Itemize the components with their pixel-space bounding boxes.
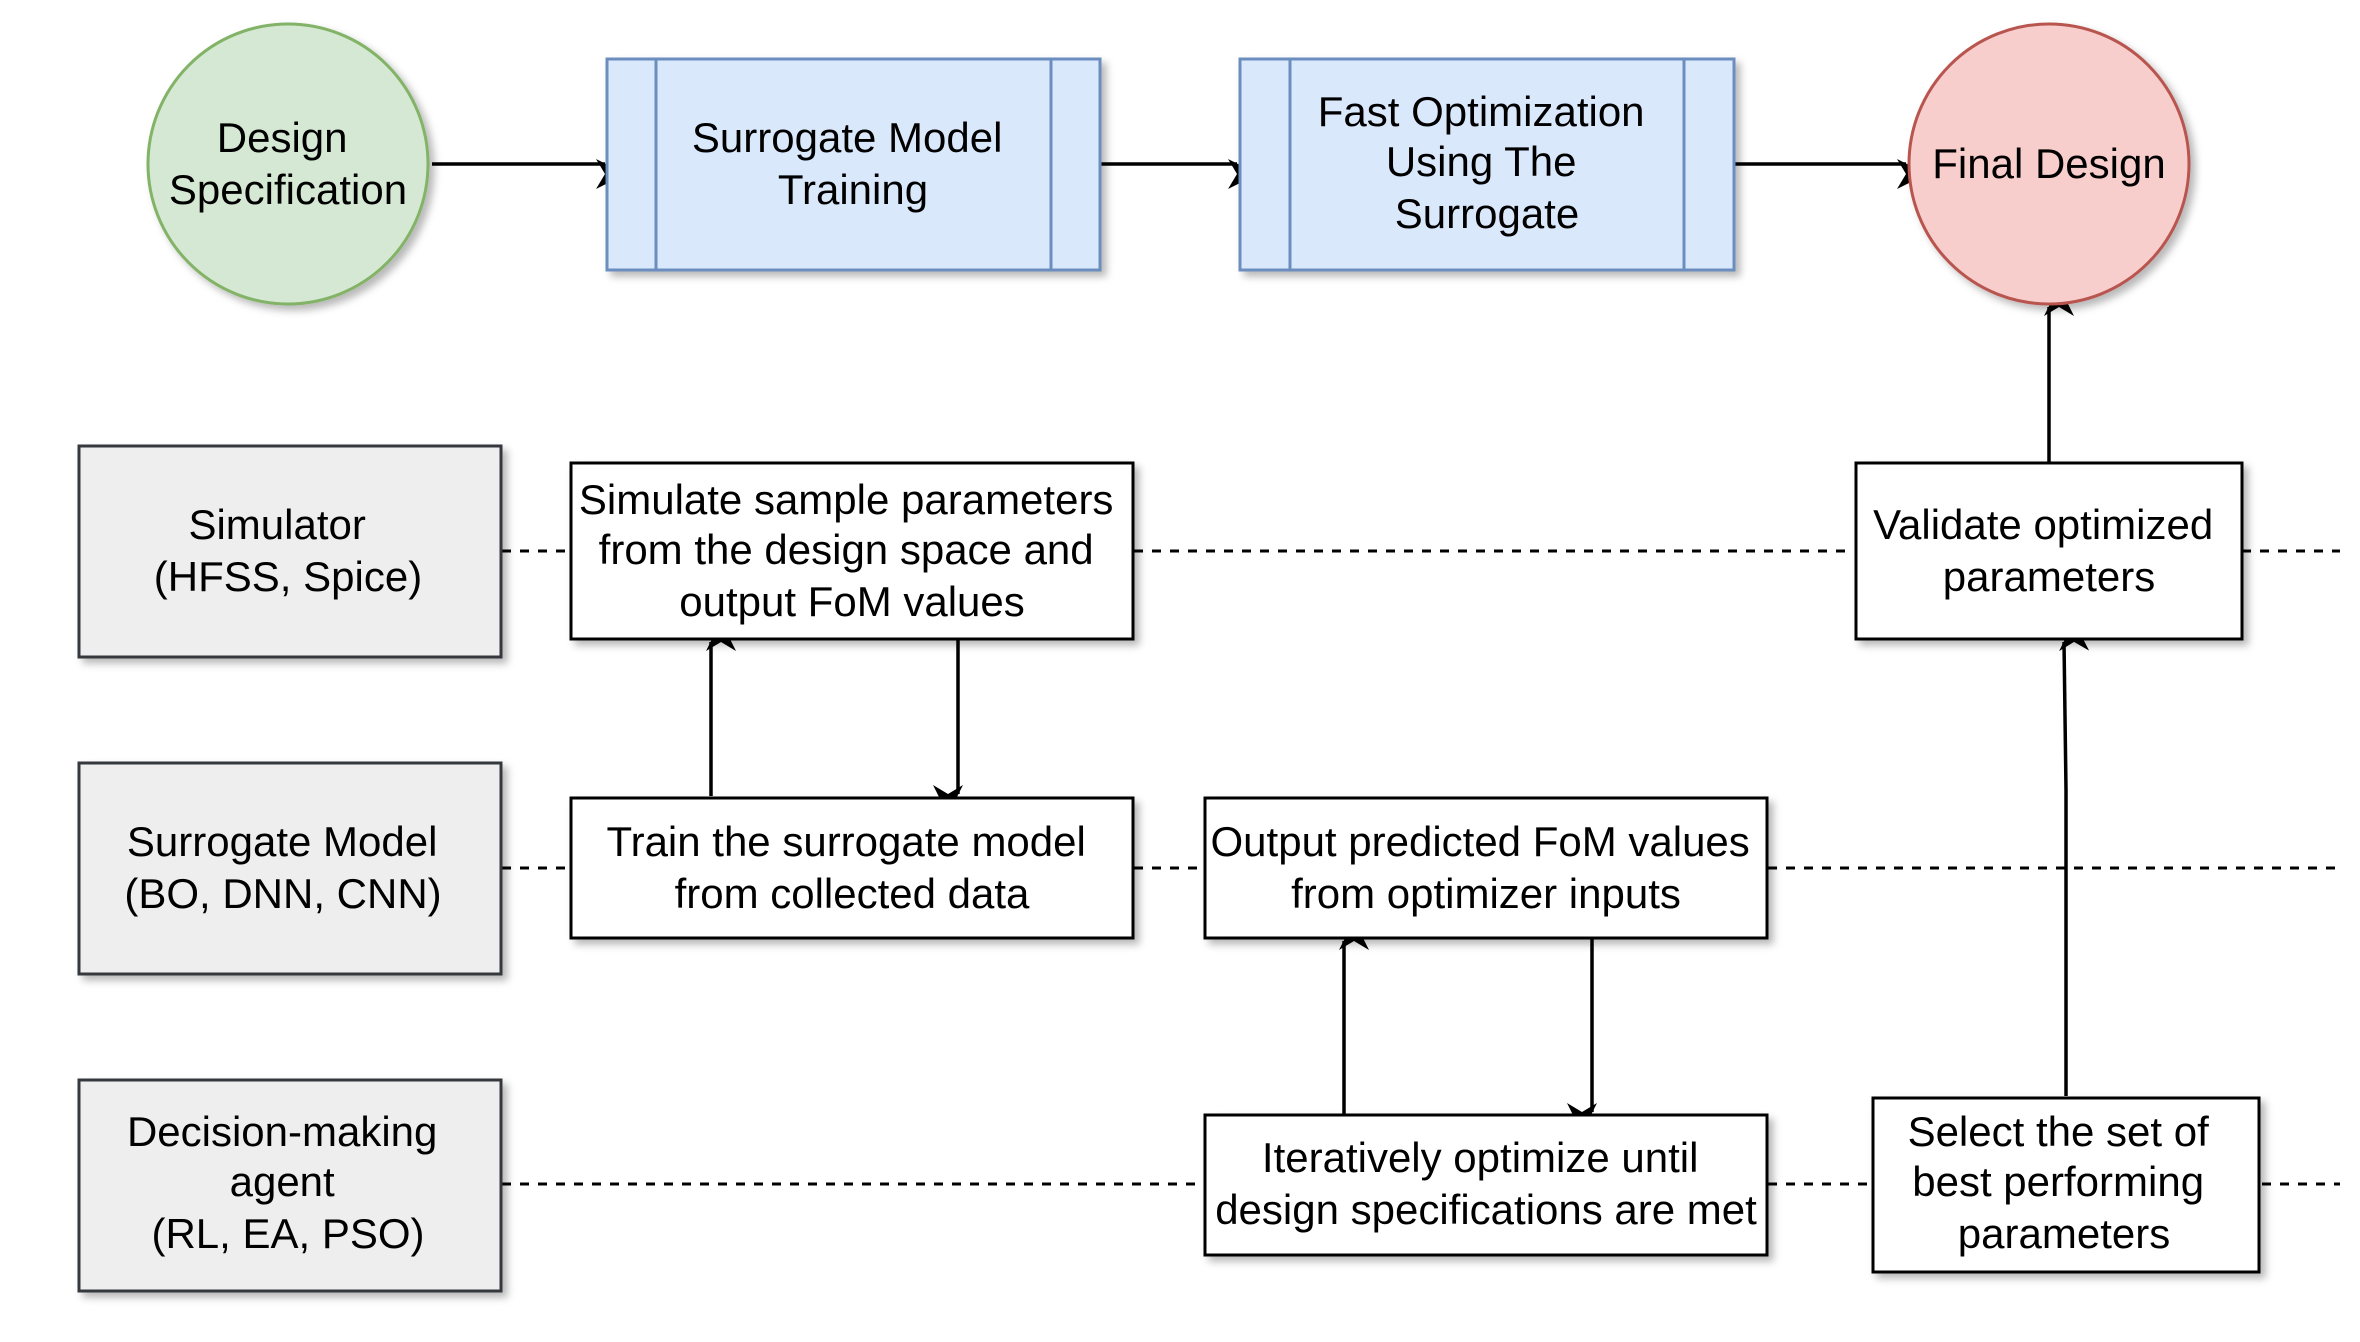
surrogate-training-line: Training: [778, 166, 928, 213]
final-design-line: Final Design: [1932, 140, 2165, 187]
decision-agent-lane-box: [77, 1078, 503, 1293]
train-surrogate-label: Train the surrogate model from collected…: [606, 818, 1097, 917]
fast-optimization-node[interactable]: Fast Optimization Using The Surrogate: [1238, 57, 1736, 272]
iterate-optimize-label: Iteratively optimize until design specif…: [1215, 1134, 1757, 1233]
iterate-optimize-line: design specifications are met: [1215, 1186, 1757, 1233]
iterate-optimize-step[interactable]: Iteratively optimize until design specif…: [1203, 1113, 1769, 1257]
surrogate-training-box: [605, 57, 1102, 272]
select-best-label: Select the set of best performing parame…: [1908, 1108, 2221, 1257]
final-design-node[interactable]: Final Design: [1907, 22, 2191, 306]
pipeline: Design Specification Surrogate Model Tra…: [146, 22, 2191, 306]
design-spec-line: Specification: [169, 166, 407, 213]
select-best-box: [1871, 1096, 2261, 1274]
decision-agent-lane-line: Decision-making: [127, 1108, 437, 1155]
predict-fom-step[interactable]: Output predicted FoM values from optimiz…: [1203, 796, 1769, 940]
iterate-optimize-box: [1203, 1113, 1769, 1257]
surrogate-training-label: Surrogate Model Training: [692, 114, 1014, 213]
final-design-label: Final Design: [1932, 140, 2165, 187]
predict-fom-label: Output predicted FoM values from optimiz…: [1211, 818, 1762, 917]
train-surrogate-line: Train the surrogate model: [606, 818, 1085, 865]
lane-labels: Simulator (HFSS, Spice) Surrogate Model …: [77, 444, 503, 1293]
surrogate-training-line: Surrogate Model: [692, 114, 1003, 161]
surrogate-model-lane-label: Surrogate Model (BO, DNN, CNN): [124, 818, 449, 917]
simulator-lane-line: Simulator: [188, 501, 365, 548]
decision-agent-lane-label: Decision-making agent (RL, EA, PSO): [127, 1108, 449, 1257]
train-surrogate-step[interactable]: Train the surrogate model from collected…: [569, 796, 1135, 940]
validate-params-line: parameters: [1943, 553, 2155, 600]
surrogate-model-lane-line: Surrogate Model: [127, 818, 438, 865]
simulate-samples-line: output FoM values: [679, 578, 1025, 625]
validate-params-box: [1854, 461, 2244, 641]
train-surrogate-box: [569, 796, 1135, 940]
lane-lines: [502, 549, 2340, 1186]
arrow-select-to-validate: [2059, 620, 2090, 1096]
simulate-samples-box: [569, 461, 1135, 641]
simulator-lane-line: (HFSS, Spice): [154, 553, 422, 600]
fast-optimization-box: [1238, 57, 1736, 272]
select-best-line: Select the set of: [1908, 1108, 2210, 1155]
predict-fom-line: Output predicted FoM values: [1211, 818, 1750, 865]
select-best-line: best performing: [1912, 1158, 2204, 1205]
validate-params-label: Validate optimized parameters: [1873, 501, 2225, 600]
simulate-samples-label: Simulate sample parameters from the desi…: [579, 476, 1125, 625]
validate-params-step[interactable]: Validate optimized parameters: [1854, 461, 2244, 641]
validate-params-line: Validate optimized: [1873, 501, 2213, 548]
iterate-optimize-line: Iteratively optimize until: [1262, 1134, 1699, 1181]
simulate-samples-step[interactable]: Simulate sample parameters from the desi…: [569, 461, 1135, 641]
surrogate-model-lane[interactable]: Surrogate Model (BO, DNN, CNN): [77, 761, 503, 976]
design-spec-line: Design: [217, 114, 348, 161]
fast-optimization-line: Fast Optimization: [1318, 88, 1645, 135]
fast-optimization-line: Using The: [1386, 138, 1577, 185]
final-design-circle: [1907, 22, 2191, 306]
simulator-lane-label: Simulator (HFSS, Spice): [154, 501, 422, 600]
design-spec-node[interactable]: Design Specification: [146, 22, 430, 306]
predict-fom-line: from optimizer inputs: [1291, 870, 1681, 917]
decision-agent-lane-line: (RL, EA, PSO): [151, 1210, 424, 1257]
fast-optimization-label: Fast Optimization Using The Surrogate: [1318, 88, 1656, 237]
simulate-samples-line: Simulate sample parameters: [579, 476, 1114, 523]
predict-fom-box: [1203, 796, 1769, 940]
design-spec-label: Design Specification: [169, 114, 407, 213]
surrogate-model-lane-box: [77, 761, 503, 976]
fast-optimization-line: Surrogate: [1395, 190, 1579, 237]
design-spec-circle: [146, 22, 430, 306]
decision-agent-lane-line: agent: [230, 1158, 335, 1205]
simulate-samples-line: from the design space and: [599, 526, 1094, 573]
surrogate-training-node[interactable]: Surrogate Model Training: [605, 57, 1102, 272]
edges: [432, 159, 2090, 1133]
train-surrogate-line: from collected data: [675, 870, 1030, 917]
simulator-lane-box: [77, 444, 503, 659]
select-best-step[interactable]: Select the set of best performing parame…: [1871, 1096, 2261, 1274]
process-steps: Simulate sample parameters from the desi…: [569, 461, 2261, 1274]
surrogate-model-lane-line: (BO, DNN, CNN): [124, 870, 441, 917]
select-best-line: parameters: [1958, 1210, 2170, 1257]
simulator-lane[interactable]: Simulator (HFSS, Spice): [77, 444, 503, 659]
decision-agent-lane[interactable]: Decision-making agent (RL, EA, PSO): [77, 1078, 503, 1293]
